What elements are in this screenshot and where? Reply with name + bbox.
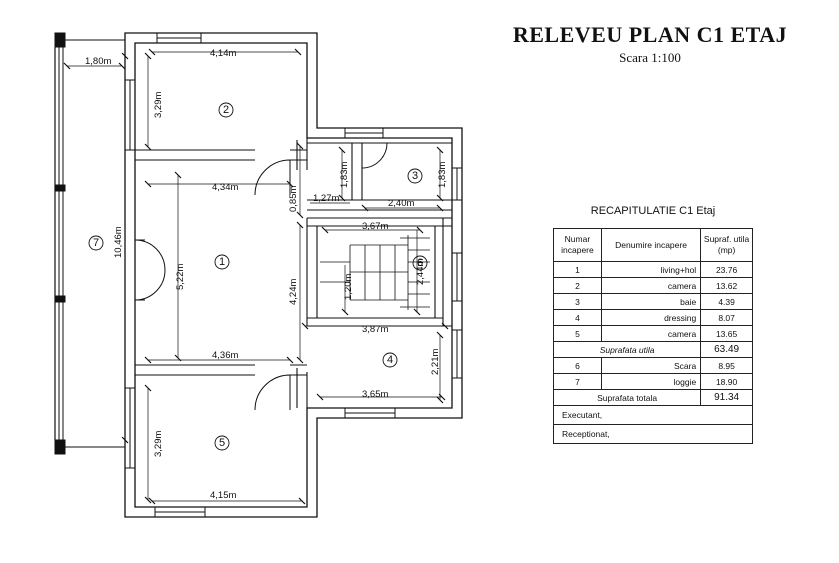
cell-name: Scara bbox=[600, 357, 702, 374]
dim-room2-width: 4,14m bbox=[210, 48, 236, 59]
cell-area: 13.65 bbox=[700, 325, 753, 342]
dim-living-width-top: 4,34m bbox=[212, 182, 238, 193]
plan-scale: Scara 1:100 bbox=[619, 50, 681, 65]
cell-num: 2 bbox=[553, 277, 602, 294]
dim-stair-width: 3,67m bbox=[362, 221, 388, 232]
cell-name: camera bbox=[600, 325, 702, 342]
dim-door-85: 0,85m bbox=[288, 186, 299, 212]
table-row: 2 camera 13.62 bbox=[553, 277, 753, 294]
executant-row: Executant, bbox=[553, 405, 753, 425]
useful-area-value: 63.49 bbox=[700, 341, 753, 358]
cell-name: camera bbox=[600, 277, 702, 294]
recap-header-row: Numar incapere Denumire incapere Supraf.… bbox=[553, 228, 753, 262]
dim-dressing-width-bottom: 3,65m bbox=[362, 389, 388, 400]
room-number-7: 7 bbox=[93, 237, 99, 249]
dimension-ticks bbox=[63, 48, 449, 505]
cell-area: 23.76 bbox=[700, 261, 753, 278]
cell-area: 18.90 bbox=[700, 373, 753, 390]
dim-room5-height: 3,29m bbox=[153, 431, 164, 457]
dim-dressing-height: 2,21m bbox=[430, 349, 441, 375]
interior-walls bbox=[135, 138, 452, 408]
recap-header-name: Denumire incapere bbox=[600, 228, 702, 262]
recap-header-area: Supraf. utila (mp) bbox=[700, 228, 753, 262]
doors bbox=[134, 142, 388, 411]
cell-name: dressing bbox=[600, 309, 702, 326]
cell-area: 8.07 bbox=[700, 309, 753, 326]
room-number-3: 3 bbox=[412, 170, 418, 182]
table-row: 1 living+hol 23.76 bbox=[553, 261, 753, 278]
dim-120: 1,20m bbox=[343, 274, 354, 300]
dim-127: 1,27m bbox=[313, 193, 339, 204]
room-circles bbox=[88, 102, 428, 451]
dim-dressing-width-top: 3,87m bbox=[362, 324, 388, 335]
dim-room5-width: 4,15m bbox=[210, 490, 236, 501]
dim-stair-len: 2,44m bbox=[415, 259, 426, 285]
table-row: 3 baie 4.39 bbox=[553, 293, 753, 310]
dimension-lines bbox=[67, 51, 445, 502]
room-number-1: 1 bbox=[219, 256, 225, 268]
recap-table: Numar incapere Denumire incapere Supraf.… bbox=[552, 228, 753, 444]
dim-room2-height: 3,29m bbox=[153, 92, 164, 118]
dim-living-len: 5,22m bbox=[175, 264, 186, 290]
staircase bbox=[320, 235, 430, 310]
dim-loggia-width: 1,80m bbox=[85, 56, 111, 67]
cell-num: 7 bbox=[553, 373, 602, 390]
cell-name: baie bbox=[600, 293, 702, 310]
cell-area: 13.62 bbox=[700, 277, 753, 294]
cell-num: 5 bbox=[553, 325, 602, 342]
cell-area: 8.95 bbox=[700, 357, 753, 374]
executant-label: Executant, bbox=[553, 405, 753, 425]
table-row: 4 dressing 8.07 bbox=[553, 309, 753, 326]
windows bbox=[124, 32, 463, 518]
plan-title: RELEVEU PLAN C1 ETAJ bbox=[512, 22, 788, 47]
cell-num: 3 bbox=[553, 293, 602, 310]
recap-title: RECAPITULATIE C1 Etaj bbox=[590, 205, 716, 217]
table-row: 7 loggie 18.90 bbox=[553, 373, 753, 390]
table-row: 5 camera 13.65 bbox=[553, 325, 753, 342]
dim-183-left: 1,83m bbox=[339, 162, 350, 188]
total-area-label: Suprafata totala bbox=[552, 389, 702, 406]
cell-num: 1 bbox=[553, 261, 602, 278]
cell-name: living+hol bbox=[600, 261, 702, 278]
useful-area-label: Suprafata utila bbox=[552, 341, 702, 358]
loggia-structure bbox=[54, 32, 125, 455]
cell-name: loggie bbox=[600, 373, 702, 390]
cell-area: 4.39 bbox=[700, 293, 753, 310]
cell-num: 4 bbox=[553, 309, 602, 326]
receptionat-row: Receptionat, bbox=[553, 424, 753, 444]
room-number-2: 2 bbox=[223, 104, 229, 116]
total-area-value: 91.34 bbox=[700, 389, 753, 406]
room-number-5: 5 bbox=[219, 437, 225, 449]
dim-loggia-len: 10,46m bbox=[113, 226, 124, 258]
dim-corridor-len: 4,24m bbox=[288, 279, 299, 305]
dim-bath-width: 2,40m bbox=[388, 198, 414, 209]
room-number-6: 6 bbox=[417, 257, 423, 269]
dim-183-right: 1,83m bbox=[437, 162, 448, 188]
table-row: 6 Scara 8.95 bbox=[553, 357, 753, 374]
room-number-4: 4 bbox=[387, 354, 393, 366]
total-area-row: Suprafata totala 91.34 bbox=[552, 389, 753, 406]
recap-header-num: Numar incapere bbox=[553, 228, 602, 262]
dim-living-width-bottom: 4,36m bbox=[212, 350, 238, 361]
cell-num: 6 bbox=[553, 357, 602, 374]
useful-area-row: Suprafata utila 63.49 bbox=[552, 341, 753, 358]
receptionat-label: Receptionat, bbox=[553, 424, 753, 444]
